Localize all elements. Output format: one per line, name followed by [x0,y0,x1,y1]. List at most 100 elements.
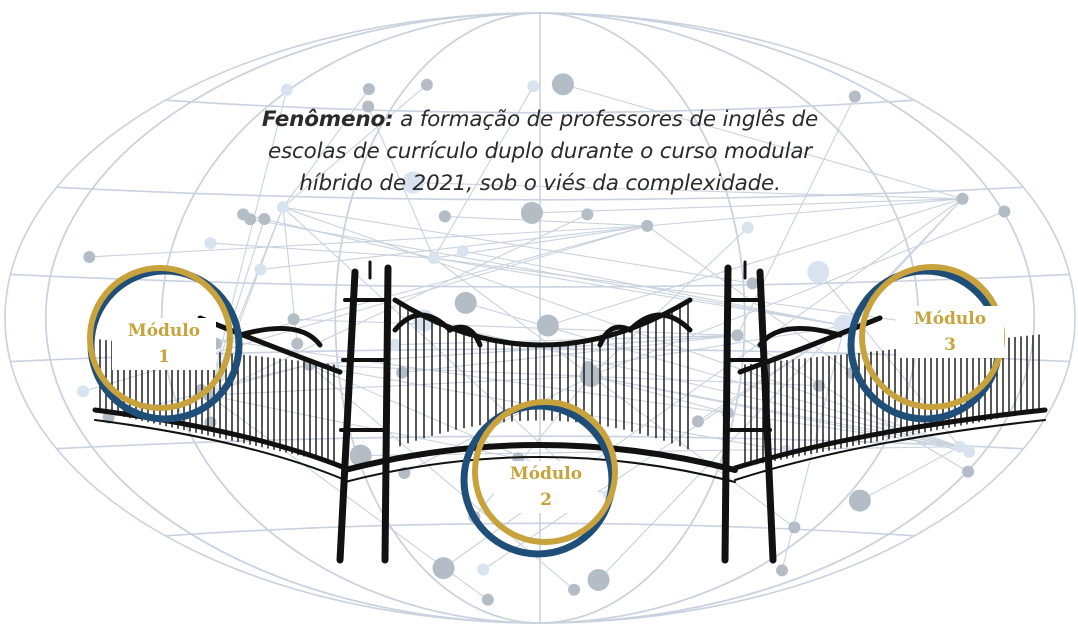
network-link [260,225,648,271]
network-link [482,325,845,571]
module-2-ring [460,399,618,558]
network-node [287,313,300,326]
module-2-label: Módulo 2 [494,461,598,513]
network-node [691,415,704,428]
network-node [536,314,559,337]
network-node [776,564,789,577]
network-node [454,291,477,314]
network-link [282,206,575,475]
network-link [736,96,856,336]
network-node [587,568,610,591]
phenomenon-line-1: Fenômeno: a formação de professores de i… [190,104,890,136]
network-node [237,208,250,221]
network-link [293,318,738,336]
network-link [547,198,963,327]
network-link [413,182,963,200]
network-link [590,375,728,414]
network-node [848,90,861,103]
network-node [962,465,975,478]
globe-parallel [56,186,1024,201]
module-1-number: 1 [158,347,170,367]
network-link [210,242,434,259]
network-node [254,263,267,276]
module-2-title: Módulo [509,464,583,484]
network-node [746,277,759,290]
network-link [859,446,960,502]
network-node [362,83,375,96]
module-1-label: Módulo 1 [112,318,216,370]
network-link [402,334,738,374]
network-link [587,325,845,368]
left-tower [336,260,392,564]
network-link [367,106,435,259]
globe-parallel [56,435,1024,450]
network-node [432,557,455,580]
network-link [243,213,434,259]
phenomenon-lead: Fenômeno: [261,107,394,132]
network-link [590,227,749,377]
network-node [527,80,540,93]
network-node [438,210,451,223]
network-link [462,250,845,327]
network-node [427,252,440,265]
network-node [362,100,375,113]
network-link [282,84,428,208]
network-link [562,83,963,200]
network-link [433,257,982,332]
module-3-number: 3 [944,335,956,355]
network-node [956,192,969,205]
network-link [208,218,265,396]
network-node [812,379,825,392]
bridge-illustration [92,260,1048,564]
network-node [291,337,304,350]
network-nodes [77,73,1011,606]
phenomenon-line-1-rest: a formação de professores de inglês de [393,107,819,132]
network-node [953,440,966,453]
network-node [520,201,543,224]
network-node [477,563,490,576]
network-node [963,445,976,458]
network-node [481,593,494,606]
network-node [83,250,96,263]
network-node [456,244,469,257]
globe-parallel [10,273,1070,288]
globe-parallel [165,99,915,114]
network-node [848,489,871,512]
network-node [420,78,433,91]
network-node [204,237,217,250]
network-link [215,225,648,345]
globe-parallel [165,522,915,537]
network-node [741,221,754,234]
module-1-ring [87,265,243,423]
network-link [604,334,738,340]
network-link [433,257,845,327]
module-3-title: Módulo [913,309,987,329]
network-node [998,205,1011,218]
network-link [590,210,1005,377]
module-3-label: Módulo 3 [896,306,1004,358]
network-link [444,215,648,227]
network-node [731,329,744,342]
network-link [89,225,648,258]
globe-meridian [44,12,1036,624]
network-node [402,171,425,194]
network-node [581,208,594,221]
network-node [641,219,654,232]
phenomenon-text: Fenômeno: a formação de professores de i… [190,104,890,200]
network-link [309,364,819,387]
network-link [647,198,963,227]
network-node [388,338,401,351]
network-link [433,225,648,259]
network-link [250,218,845,327]
network-link [531,198,963,214]
module-2-number: 2 [540,490,552,510]
phenomenon-line-3: híbrido de 2021, sob o viés da complexid… [299,171,781,196]
phenomenon-line-2: escolas de currículo duplo durante o cur… [268,139,812,164]
network-node [582,360,595,373]
network-node [258,213,271,226]
network-node [551,73,574,96]
network-link [282,88,370,208]
network-node [349,444,372,467]
network-node [568,583,581,596]
network-node [276,201,289,214]
